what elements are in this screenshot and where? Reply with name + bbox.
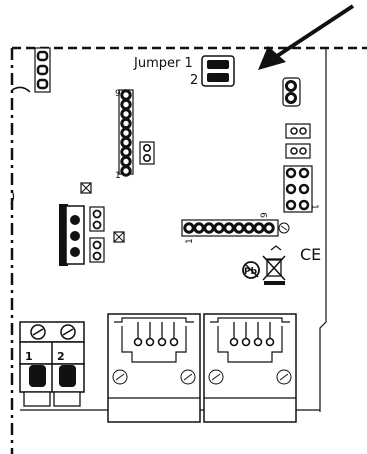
header-left-pin (120, 136, 132, 149)
rj45-top-rim (210, 317, 290, 323)
header-left-pin-9: 9 (115, 89, 121, 99)
header-center-pin (263, 222, 275, 234)
screw-terminal (19, 321, 85, 407)
component-right-1 (285, 123, 311, 139)
rj45-screw-slot (211, 373, 221, 381)
rj45-contact-pad (145, 337, 155, 347)
rj45-socket (217, 326, 283, 363)
header-center-pin (253, 222, 265, 234)
arrow-icon (258, 4, 355, 70)
ce-mark: CE (300, 245, 321, 264)
pb-free-icon: Pb (242, 261, 260, 279)
header-center-horizontal (181, 219, 279, 237)
header-center-pin (243, 222, 255, 234)
component-dual-2 (89, 237, 105, 263)
rj45-socket (121, 326, 187, 363)
header-center-pin (223, 222, 235, 234)
header-center-pin-1: 1 (185, 238, 195, 244)
board-outline (10, 46, 367, 454)
board-clip (11, 86, 31, 93)
header-center-pin (183, 222, 195, 234)
rj45-screw-slot (115, 373, 125, 381)
connector-right-top (282, 77, 301, 107)
header-left-vertical (118, 89, 134, 177)
component-dual-1 (89, 206, 105, 232)
rj45-body (203, 313, 297, 423)
rj45-contact-pad (265, 337, 275, 347)
header-left-pin (120, 127, 132, 139)
rj45-contact-pad (229, 337, 239, 347)
connector-left-power (59, 204, 85, 266)
rj45-contact-pad (169, 337, 179, 347)
rj45-body (107, 313, 201, 423)
weee-marker (270, 245, 282, 251)
rj45-contact-pad (157, 337, 167, 347)
test-point-2 (113, 231, 125, 243)
header-right-pin-1: 1 (309, 204, 319, 210)
header-left-pin (120, 89, 132, 101)
pb-free-label: Pb (244, 267, 258, 277)
rj45-contact-pad (253, 337, 263, 347)
header-center-pin (193, 222, 205, 234)
rj45-screw-slot (183, 373, 193, 381)
header-right-2x3 (283, 165, 313, 213)
component-right-2 (285, 143, 311, 159)
board-notch (10, 189, 15, 205)
header-left-pin (120, 146, 132, 158)
header-left-pin (120, 108, 132, 120)
test-point-1 (80, 182, 92, 194)
rj45-jack-right (203, 313, 297, 423)
header-center-pin (233, 222, 245, 234)
header-center-pin (203, 222, 215, 234)
header-left-side-pins (139, 141, 155, 165)
jumper-label: Jumper 1 (133, 56, 193, 71)
rj45-screw-slot (279, 373, 289, 381)
header-center-pin (213, 222, 225, 234)
header-left-pin (120, 155, 132, 168)
rj45-top-rim (114, 317, 194, 323)
weee-bin-icon (262, 255, 286, 285)
jumper-block: Jumper 1 2 (133, 55, 235, 88)
rj45-contact-pad (241, 337, 251, 347)
rj45-jack-left (107, 313, 201, 423)
header-center-pin-9: 9 (260, 212, 270, 218)
header-left-pin (120, 165, 132, 177)
header-left-pin (120, 117, 132, 130)
jumper-position-2: 2 (190, 73, 198, 88)
connector-top-left (34, 47, 51, 93)
terminal-pin-1: 1 (25, 350, 33, 363)
terminal-pin-2: 2 (57, 350, 65, 363)
header-left-pin-1: 1 (115, 171, 121, 181)
rj45-contact-pad (133, 337, 143, 347)
header-left-pin (120, 98, 132, 111)
